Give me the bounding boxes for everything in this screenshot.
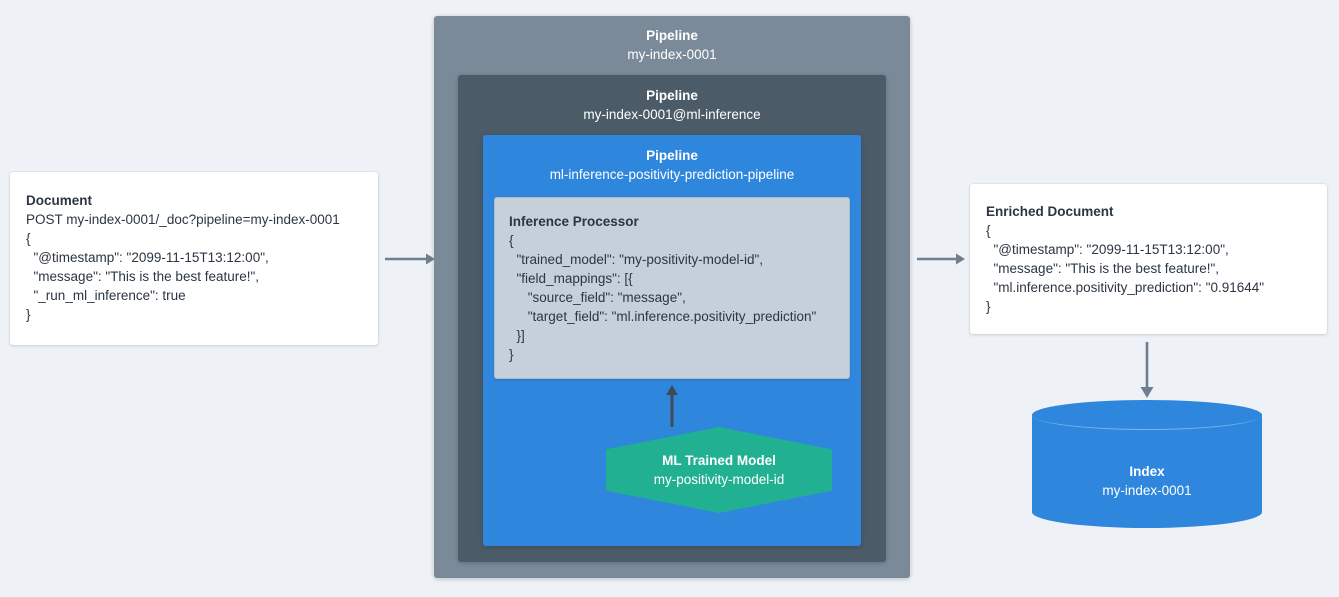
ml-trained-model-hexagon[interactable]: ML Trained Model my-positivity-model-id [606, 427, 832, 513]
pipeline-outer[interactable]: Pipeline my-index-0001 Pipeline my-index… [434, 16, 910, 578]
cylinder-top-ellipse [1032, 400, 1262, 430]
source-document-line: "_run_ml_inference": true [26, 288, 186, 303]
enriched-document-title: Enriched Document [986, 204, 1114, 219]
inference-processor-box[interactable]: Inference Processor { "trained_model": "… [494, 197, 850, 379]
inference-processor-line: "field_mappings": [{ [509, 271, 633, 286]
cylinder-body [1032, 414, 1262, 528]
enriched-document-line: } [986, 299, 991, 314]
pipeline-inner-kind: Pipeline [646, 148, 698, 163]
arrow-pipeline-to-enriched-document [917, 250, 965, 268]
inference-processor-title: Inference Processor [509, 214, 639, 229]
arrow-document-to-pipeline [385, 250, 435, 268]
inference-processor-line: }] [509, 328, 525, 343]
source-document-title: Document [26, 193, 93, 208]
enriched-document-line: "@timestamp": "2099-11-15T13:12:00", [986, 242, 1229, 257]
pipeline-inner[interactable]: Pipeline ml-inference-positivity-predict… [483, 135, 861, 546]
source-document-line: POST my-index-0001/_doc?pipeline=my-inde… [26, 212, 340, 227]
pipeline-outer-name: my-index-0001 [627, 47, 717, 62]
inference-processor-line: "target_field": "ml.inference.positivity… [509, 309, 817, 324]
inference-processor-line: { [509, 233, 514, 248]
index-name: my-index-0001 [1102, 483, 1192, 498]
arrow-model-to-processor [663, 385, 681, 427]
source-document-line: "message": "This is the best feature!", [26, 269, 260, 284]
source-document-line: { [26, 231, 31, 246]
enriched-document-line: { [986, 223, 991, 238]
arrow-enriched-document-to-index [1138, 342, 1156, 398]
enriched-document-line: "message": "This is the best feature!", [986, 261, 1220, 276]
inference-processor-line: "source_field": "message", [509, 290, 686, 305]
index-title: Index [1129, 464, 1165, 479]
source-document-line: } [26, 307, 31, 322]
ml-trained-model-name: my-positivity-model-id [653, 471, 785, 487]
enriched-document-line: "ml.inference.positivity_prediction": "0… [986, 280, 1265, 295]
pipeline-middle-header: Pipeline my-index-0001@ml-inference [458, 87, 886, 125]
pipeline-inner-header: Pipeline ml-inference-positivity-predict… [483, 147, 861, 185]
index-label: Index my-index-0001 [1032, 462, 1262, 501]
pipeline-middle-kind: Pipeline [646, 88, 698, 103]
pipeline-outer-header: Pipeline my-index-0001 [434, 27, 910, 65]
pipeline-outer-kind: Pipeline [646, 28, 698, 43]
pipeline-middle-name: my-index-0001@ml-inference [583, 107, 761, 122]
pipeline-inner-name: ml-inference-positivity-prediction-pipel… [549, 167, 795, 182]
inference-processor-line: "trained_model": "my-positivity-model-id… [509, 252, 764, 267]
enriched-document-card: Enriched Document { "@timestamp": "2099-… [970, 184, 1327, 334]
source-document-line: "@timestamp": "2099-11-15T13:12:00", [26, 250, 269, 265]
source-document-card: Document POST my-index-0001/_doc?pipelin… [10, 172, 378, 345]
pipeline-middle[interactable]: Pipeline my-index-0001@ml-inference Pipe… [458, 75, 886, 562]
ml-trained-model-title: ML Trained Model [662, 452, 776, 468]
index-cylinder[interactable]: Index my-index-0001 [1032, 400, 1262, 528]
inference-processor-line: } [509, 347, 514, 362]
